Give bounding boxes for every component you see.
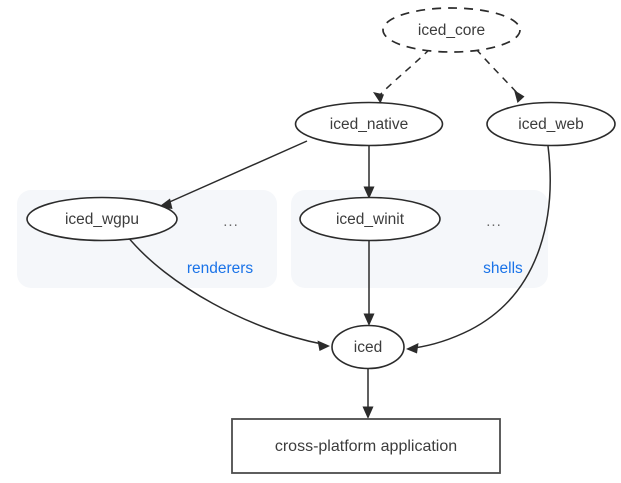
edge-iced-winit-to-iced [363,241,375,326]
iced-label: iced [354,339,382,356]
edge-iced-wgpu-to-iced [126,235,330,351]
application-label: cross-platform application [275,438,457,455]
iced-winit-ellipse [299,196,441,242]
iced-web-label: iced_web [518,116,584,133]
cluster-label-shells: shells [483,260,523,277]
node-iced[interactable]: iced [331,324,405,370]
iced-winit-label: iced_winit [336,211,405,228]
node-iced-core[interactable]: iced_core [382,7,521,53]
node-iced-web[interactable]: iced_web [486,101,616,147]
iced-ellipse [331,324,405,370]
application-rectangle [231,418,501,474]
shells-ellipsis: ... [486,213,502,230]
edge-iced-native-to-iced-winit [363,146,375,199]
edge-iced-core-to-iced-web [475,48,525,103]
iced-wgpu-label: iced_wgpu [65,211,139,228]
renderers-ellipsis: ... [223,213,239,230]
iced-native-ellipse [294,101,444,147]
iced-web-ellipse [486,101,616,147]
cluster-label-renderers: renderers [187,260,254,277]
edge-iced-web-to-iced [406,145,551,354]
edge-iced-core-to-iced-native [373,48,431,104]
iced-core-ellipse [382,7,521,53]
node-iced-native[interactable]: iced_native [294,101,444,147]
node-iced-winit[interactable]: iced_winit [299,196,441,242]
edge-iced-to-application [362,369,374,419]
node-application[interactable]: cross-platform application [231,418,501,474]
iced-core-label: iced_core [418,22,485,39]
node-iced-wgpu[interactable]: iced_wgpu [26,196,178,242]
iced-native-label: iced_native [330,116,408,133]
iced-wgpu-ellipse [26,196,178,242]
